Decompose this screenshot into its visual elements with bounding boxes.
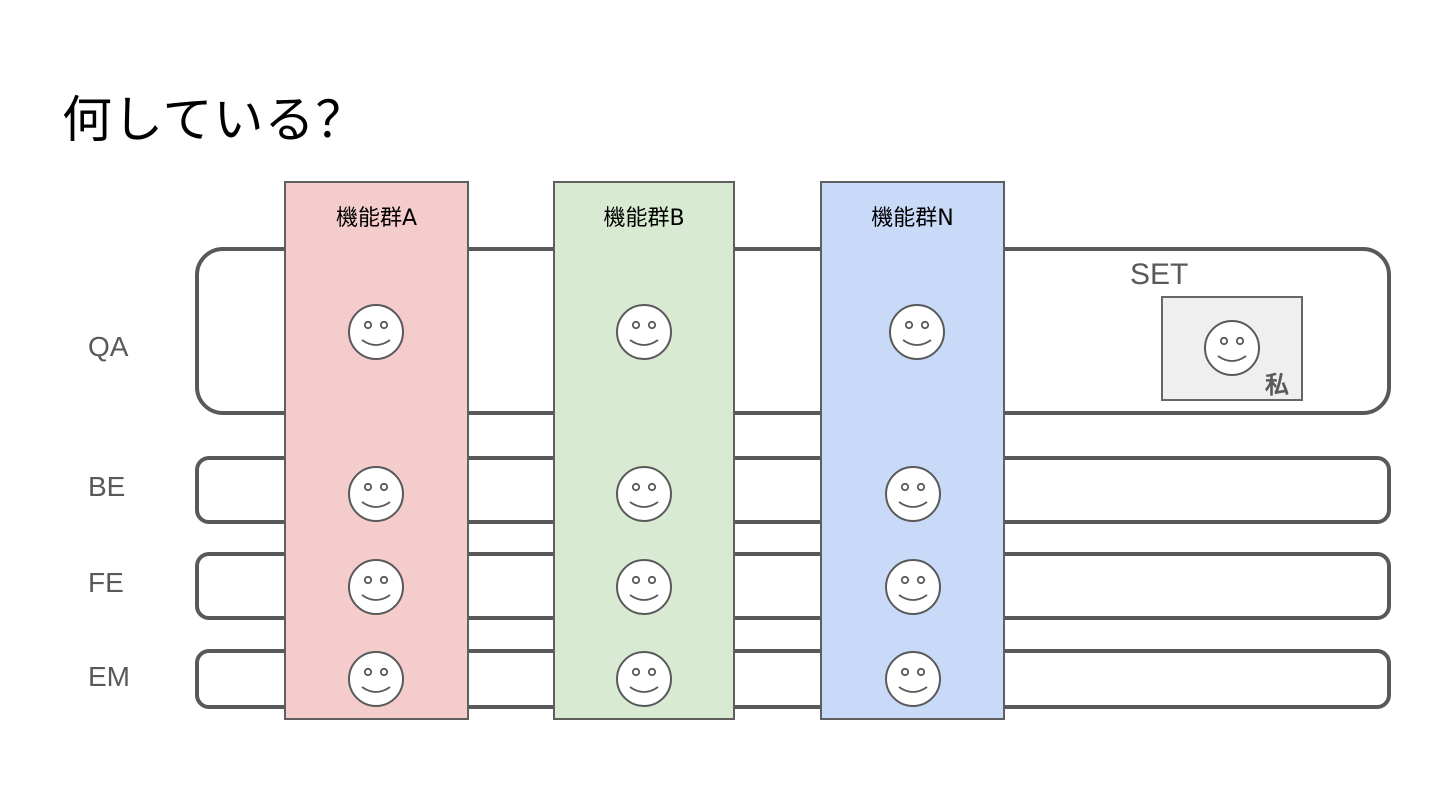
smiley-face-icon xyxy=(348,304,404,360)
row-label-be: BE xyxy=(88,471,126,502)
smiley-face-icon xyxy=(1204,320,1260,376)
column-header-a: 機能群A xyxy=(335,206,418,231)
row-band-be xyxy=(195,456,1391,524)
me-label: 私 xyxy=(1265,371,1289,399)
column-feature-group-n xyxy=(820,181,1005,720)
smiley-face-icon xyxy=(885,651,941,707)
smiley-face-icon xyxy=(889,304,945,360)
smiley-face-icon xyxy=(616,466,672,522)
smiley-face-icon xyxy=(348,559,404,615)
set-label: SET xyxy=(1130,258,1189,291)
smiley-face-icon xyxy=(616,304,672,360)
column-feature-group-b xyxy=(553,181,735,720)
smiley-face-icon xyxy=(348,466,404,522)
smiley-face-icon xyxy=(348,651,404,707)
row-band-fe xyxy=(195,552,1391,620)
row-band-qa xyxy=(195,247,1391,415)
smiley-face-icon xyxy=(885,466,941,522)
row-band-em xyxy=(195,649,1391,709)
row-label-em: EM xyxy=(88,661,130,692)
row-label-qa: QA xyxy=(88,331,129,362)
column-header-b: 機能群B xyxy=(603,206,685,231)
smiley-face-icon xyxy=(616,559,672,615)
smiley-face-icon xyxy=(616,651,672,707)
smiley-face-icon xyxy=(885,559,941,615)
column-feature-group-a xyxy=(284,181,469,720)
row-label-fe: FE xyxy=(88,567,124,598)
slide-title: 何している？ xyxy=(62,91,367,149)
column-header-n: 機能群N xyxy=(871,206,954,231)
